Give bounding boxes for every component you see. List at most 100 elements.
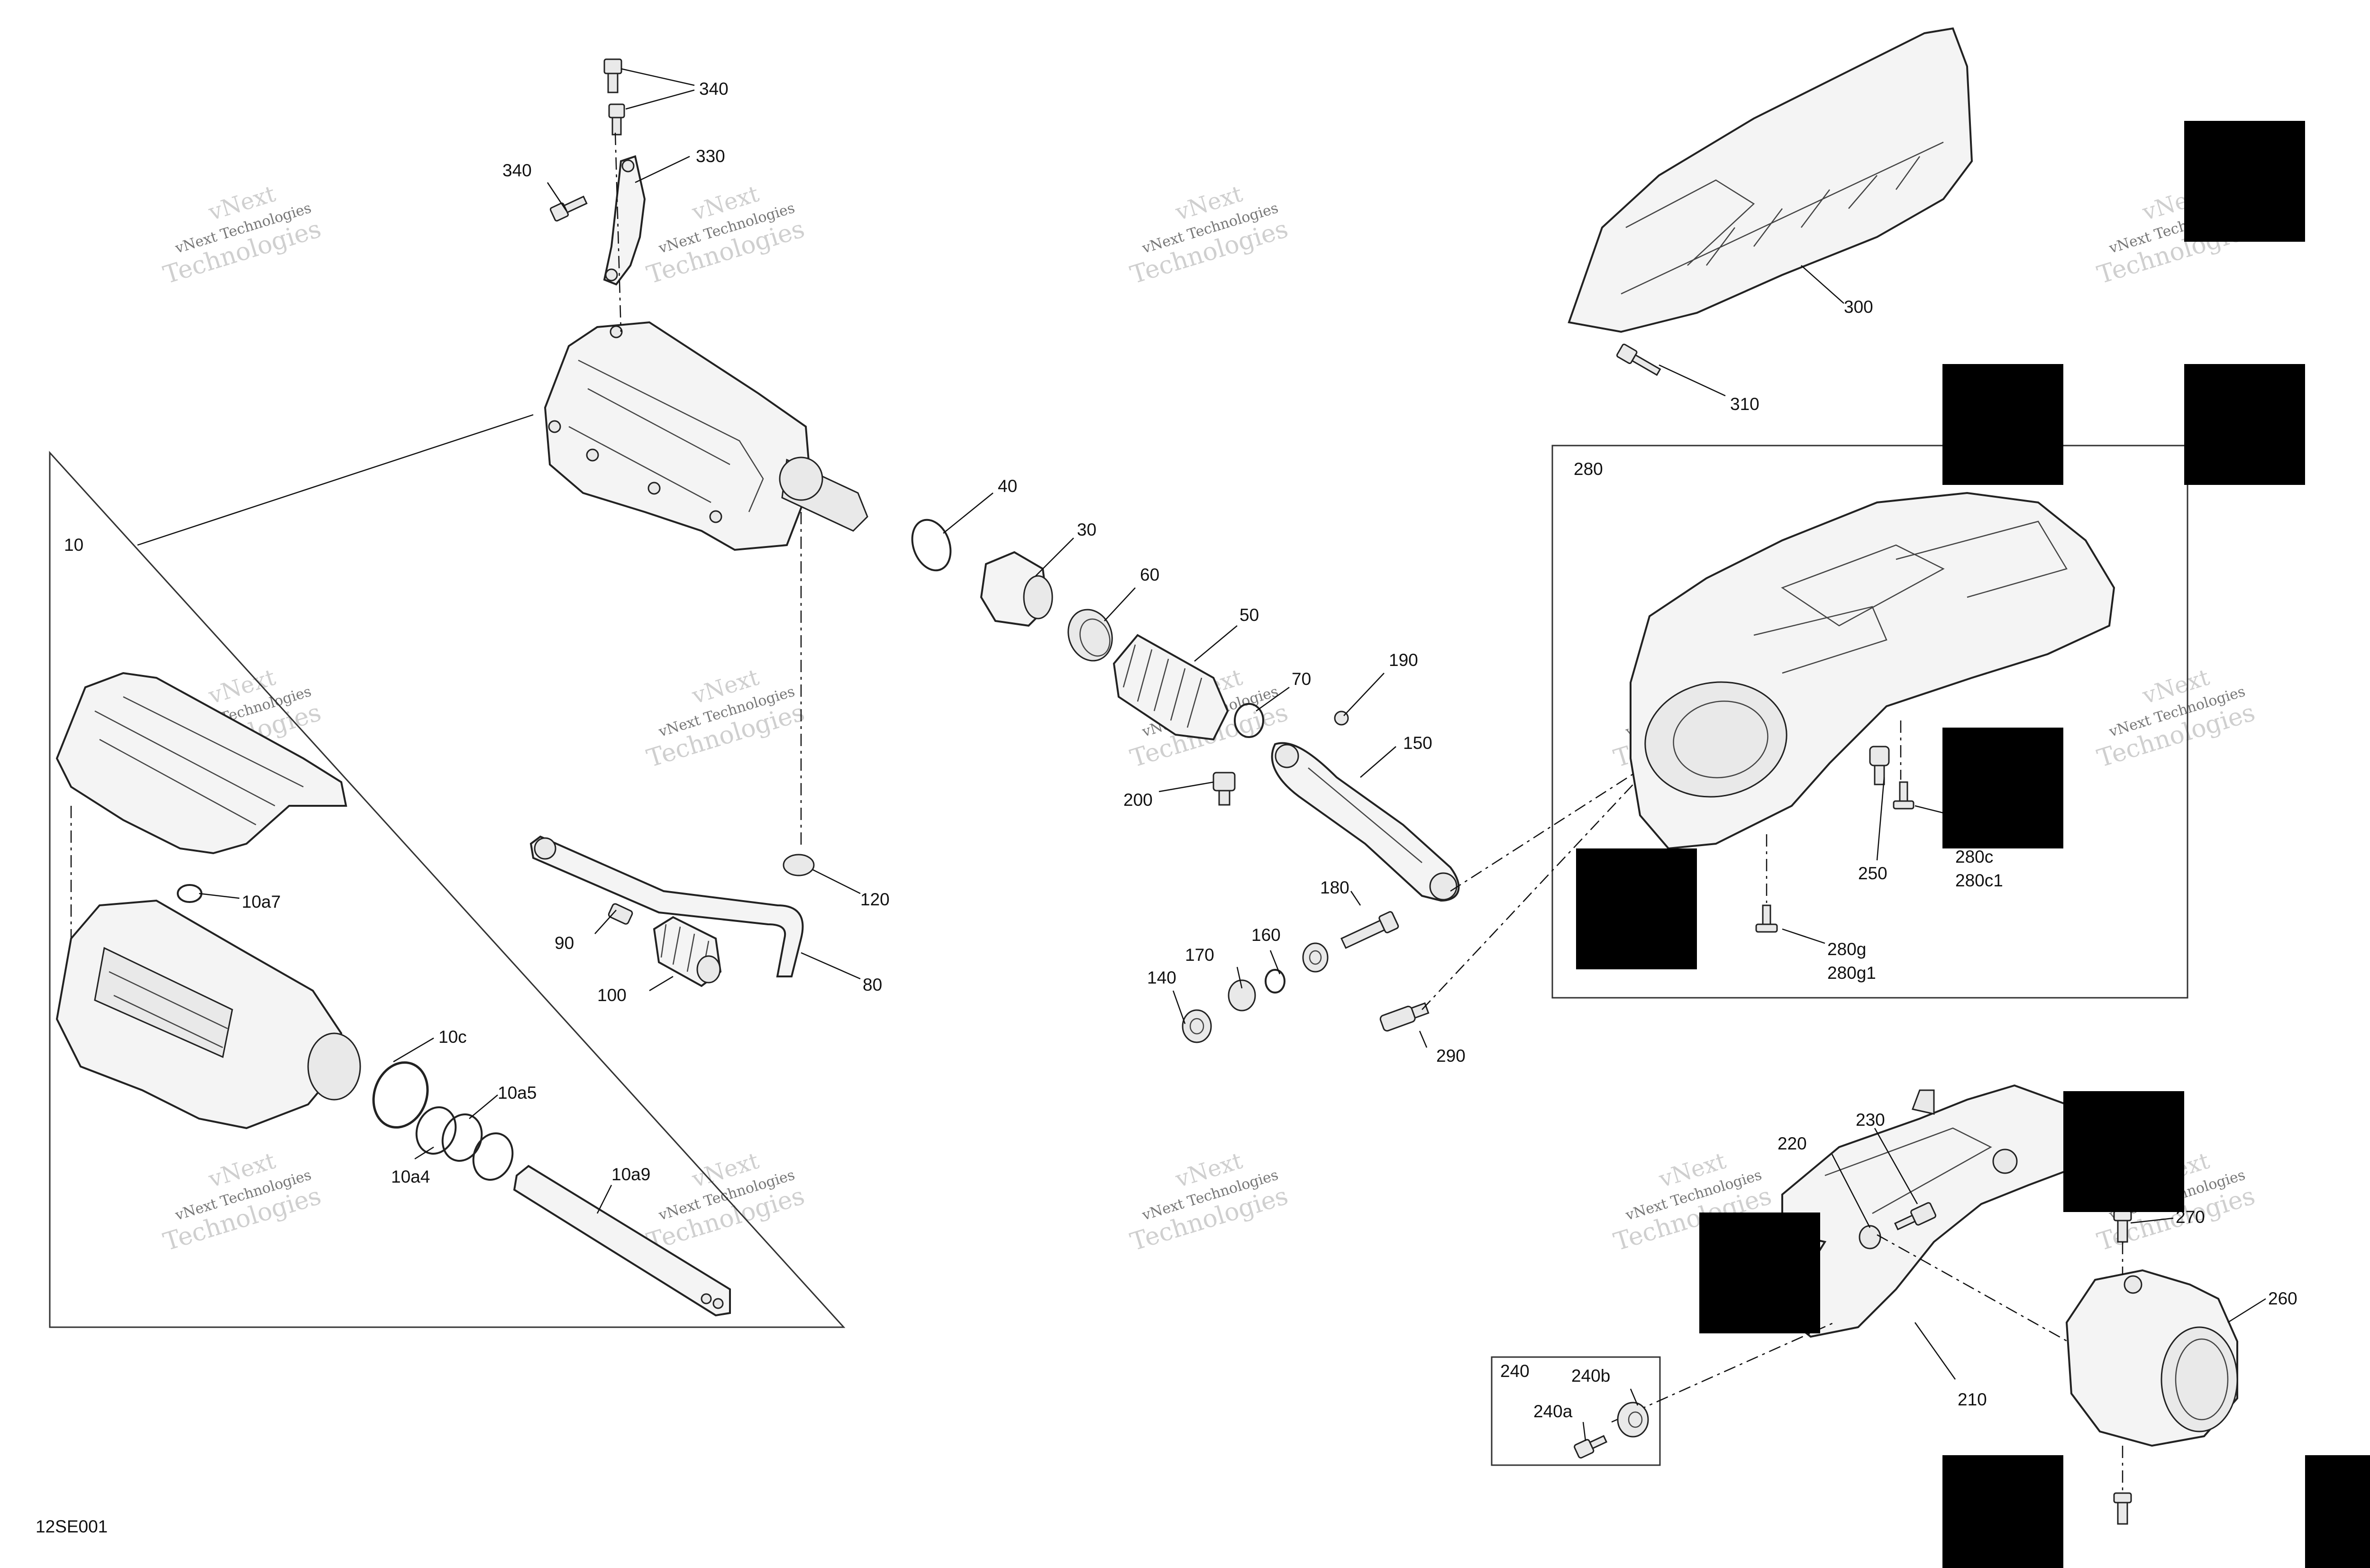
callout-labels: 340 340 330 340 10 40 30 60 50 70 190 15… [36,79,2297,1536]
bracket-330 [603,155,646,286]
callout-90: 90 [555,933,574,953]
watermark: vNext vNext Technologies Technologies [644,664,808,773]
callout-330: 330 [696,146,725,166]
ring-70 [1234,703,1264,738]
gasket-10c [372,1061,429,1129]
watermark: vNext vNext Technologies Technologies [1127,181,1292,290]
watermark: vNext vNext Technologies Technologies [1127,1148,1292,1257]
sensor-270 [2113,1210,2132,1243]
bushing-170 [1228,979,1256,1012]
nut-30 [980,551,1053,627]
callout-40: 40 [998,476,1017,496]
callout-280g1: 280g1 [1827,963,1876,983]
callout-120: 120 [860,890,890,909]
oring-10a5a [441,1113,483,1162]
callout-280c1: 280c1 [1955,871,2003,890]
bushing-240b [1617,1402,1649,1438]
clamp-120 [783,854,815,876]
assembly-280-frame [1551,445,2188,999]
callout-10a7: 10a7 [242,892,281,912]
callout-240a: 240a [1533,1402,1573,1421]
callout-240: 240 [1500,1361,1530,1381]
callout-150: 150 [1403,733,1432,753]
callout-10a9: 10a9 [611,1165,650,1184]
supercharger-assembly [544,321,868,551]
callout-50: 50 [1240,605,1259,625]
oring-10a4 [415,1106,457,1155]
bushing-140 [1182,1009,1212,1043]
callout-310: 310 [1730,394,1759,414]
leader-lines [199,68,2266,1441]
bolt-340-left [549,195,588,222]
washer-160 [1302,942,1329,973]
callout-340c: 340 [502,161,532,180]
screw-280c [1893,781,1914,810]
callout-30: 30 [1077,520,1096,539]
callout-10a4: 10a4 [391,1167,430,1186]
callout-260: 260 [2268,1289,2297,1308]
callout-140: 140 [1147,968,1176,987]
screw-230 [1894,1202,1937,1231]
pin-200 [1212,772,1236,806]
callout-10a5: 10a5 [498,1083,537,1103]
axis-line [1450,772,1636,892]
callout-80: 80 [863,975,882,994]
sensor-bottom [2113,1492,2132,1525]
watermark: vNext vNext Technologies Technologies [644,181,808,290]
bolt-340-top [603,58,622,93]
axis-line [1611,1322,1835,1423]
callout-10: 10 [64,535,83,555]
throttle-body-260 [2065,1269,2238,1447]
oring-10a7 [177,884,202,903]
callout-250: 250 [1858,864,1887,883]
callout-290: 290 [1436,1046,1466,1066]
callout-280g: 280g [1827,939,1866,959]
redaction-blocks [1576,121,2370,1568]
callout-70: 70 [1292,669,1311,689]
watermark: vNext vNext Technologies Technologies [160,181,325,290]
screw-240a [1574,1435,1608,1459]
watermark: vNext vNext Technologies Technologies [160,1148,325,1257]
oring-10a5b [472,1132,514,1181]
hose-80 [529,835,804,977]
callout-10c: 10c [438,1027,467,1047]
callout-230: 230 [1856,1110,1885,1130]
screw-250 [1869,746,1890,785]
callout-280: 280 [1574,459,1603,479]
bolt-340-mid [608,103,625,136]
subassembly-10-frame [49,451,846,1328]
callout-280c: 280c [1955,847,1993,866]
air-housing-280 [1630,492,2115,850]
callout-100: 100 [597,985,627,1005]
fitting-290 [1379,1002,1430,1032]
callout-190: 190 [1389,650,1418,670]
callout-170: 170 [1185,945,1214,965]
callout-240b: 240b [1571,1366,1610,1386]
callout-210: 210 [1958,1390,1987,1409]
drawing-code: 12SE001 [36,1517,108,1536]
callout-340a: 340 [699,79,729,99]
nipple-90 [608,903,633,925]
watermark: vNext vNext Technologies Technologies [644,1148,808,1257]
housing-lower [55,899,361,1130]
axis-line [614,132,622,332]
callout-200: 200 [1123,790,1153,810]
screw-280g [1755,904,1778,933]
subassembly-10-link-line [137,414,534,546]
nut-220 [1859,1225,1881,1249]
lever-150 [1271,742,1460,902]
clip-40 [911,519,952,572]
callout-300: 300 [1844,297,1873,317]
axis-line [1877,1234,2077,1347]
boot-100 [653,916,722,987]
callout-160: 160 [1251,925,1281,945]
bolt-180 [1340,911,1399,949]
ring-60 [1067,609,1113,662]
cover-upper [55,672,347,855]
bellows-50 [1112,634,1229,741]
callout-60: 60 [1140,565,1159,584]
watermark: vNext vNext Technologies Technologies [2094,664,2259,773]
axis-line [1422,782,1636,1010]
bolt-310 [1616,343,1661,376]
